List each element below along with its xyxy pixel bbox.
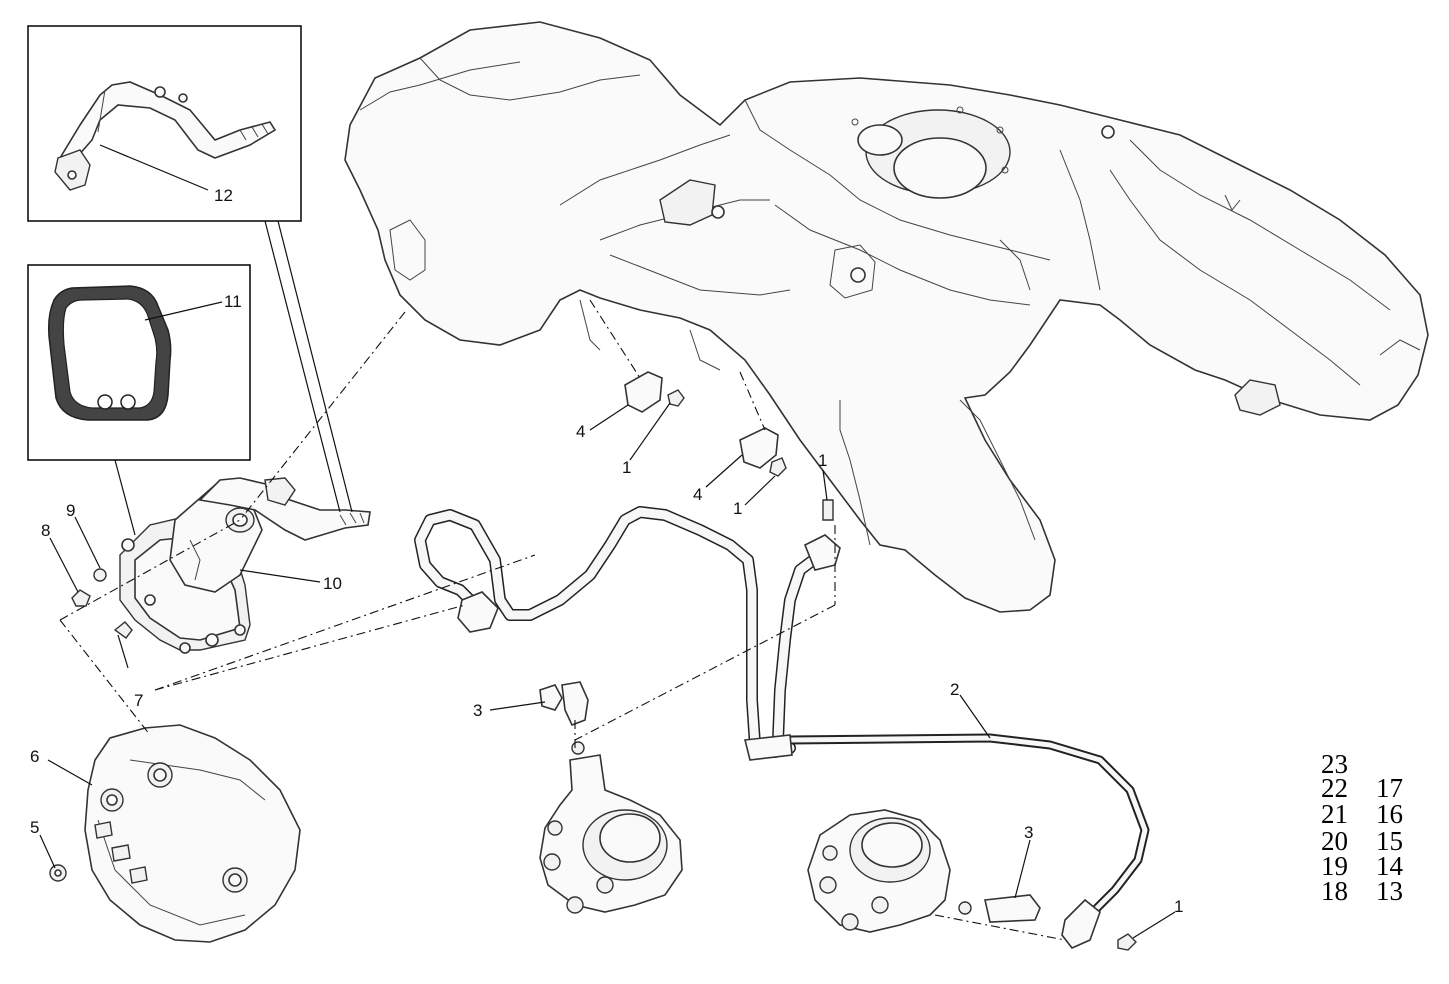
throttle-body-front xyxy=(539,681,683,914)
extra-number-20: 20 xyxy=(1321,826,1348,856)
extra-number-17: 17 xyxy=(1376,773,1403,803)
extra-numbers: 23 22 17 21 16 20 15 19 14 18 13 xyxy=(1321,749,1404,906)
extra-number-19: 19 xyxy=(1321,851,1348,881)
callout-5: 5 xyxy=(30,818,39,837)
callout-4b: 4 xyxy=(693,485,702,504)
callout-labels: 12 11 9 8 10 7 6 5 4 1 4 1 1 3 2 3 1 xyxy=(30,186,1183,916)
fuel-tank xyxy=(344,21,1429,613)
extra-number-23: 23 xyxy=(1321,749,1348,779)
extra-number-16: 16 xyxy=(1376,799,1403,829)
extra-number-14: 14 xyxy=(1376,851,1404,881)
callout-12: 12 xyxy=(214,186,233,205)
callout-1c: 1 xyxy=(818,451,827,470)
callout-8: 8 xyxy=(41,521,50,540)
callout-3b: 3 xyxy=(1024,823,1033,842)
callout-6: 6 xyxy=(30,747,39,766)
assembly-lines xyxy=(59,299,1066,941)
hardware xyxy=(49,371,1137,951)
leader-lines xyxy=(39,144,1176,939)
fuel-pump-assembly xyxy=(119,477,371,654)
fuel-hoses xyxy=(414,506,1150,949)
throttle-body-rear xyxy=(807,809,1041,933)
gasket xyxy=(47,285,172,421)
callout-4a: 4 xyxy=(576,422,585,441)
inset-frame-part-12 xyxy=(27,25,302,222)
fuel-level-sender xyxy=(54,81,277,191)
extra-number-13: 13 xyxy=(1376,876,1403,906)
callout-7: 7 xyxy=(134,691,143,710)
callout-1d: 1 xyxy=(1174,897,1183,916)
callout-9: 9 xyxy=(66,501,75,520)
extra-number-18: 18 xyxy=(1321,876,1348,906)
callout-3a: 3 xyxy=(473,701,482,720)
extra-number-15: 15 xyxy=(1376,826,1403,856)
callout-2: 2 xyxy=(950,680,959,699)
callout-1a: 1 xyxy=(622,458,631,477)
callout-10: 10 xyxy=(323,574,342,593)
extra-number-21: 21 xyxy=(1321,799,1348,829)
extra-number-22: 22 xyxy=(1321,773,1348,803)
callout-1b: 1 xyxy=(733,499,742,518)
pump-cover xyxy=(84,724,301,943)
callout-11: 11 xyxy=(224,292,242,311)
